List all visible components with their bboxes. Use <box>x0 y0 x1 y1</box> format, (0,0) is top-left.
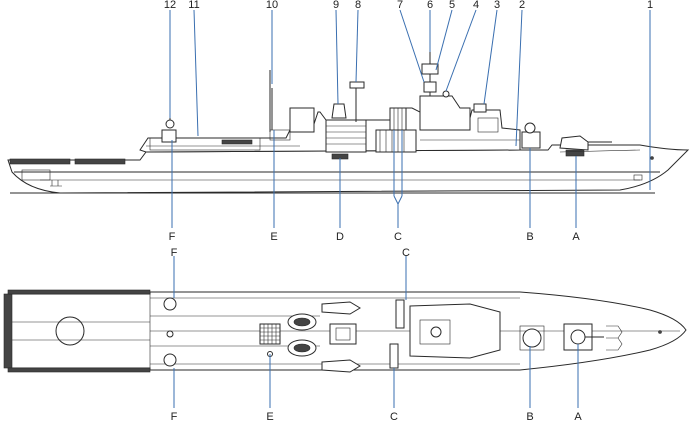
grid-e <box>259 323 281 345</box>
callout-7: 7 <box>397 0 403 11</box>
stern-door <box>21 169 51 181</box>
callout-2: 2 <box>519 0 525 11</box>
stern-scuttles <box>9 158 71 165</box>
midship-launchers <box>375 107 417 153</box>
stern-edge <box>3 293 13 369</box>
callouts <box>169 9 651 408</box>
callout-6: 6 <box>427 0 433 11</box>
stern-mark <box>50 180 62 187</box>
helo-circle <box>55 316 85 346</box>
hangar-top <box>269 129 291 141</box>
bridge-block <box>419 95 471 131</box>
callout-profile-a: A <box>572 231 580 243</box>
deck-edge-bottom <box>7 367 151 373</box>
midship-hatch-inner <box>335 327 351 341</box>
foremast-top <box>430 326 442 338</box>
callout-plan-e: E <box>266 411 273 423</box>
anchor-gear <box>606 325 623 351</box>
deck-edge-top <box>7 289 151 295</box>
launcher-b <box>522 328 542 348</box>
launcher-f-top <box>163 297 177 311</box>
flight-deck-lines <box>8 321 150 341</box>
aft-launcher <box>161 116 177 143</box>
launcher-f-bottom <box>163 353 177 367</box>
callout-1: 1 <box>647 0 653 11</box>
midship-louvres <box>326 125 366 145</box>
forward-launcher <box>521 122 541 149</box>
launcher-c-top <box>395 299 405 329</box>
side-profile-view <box>7 52 690 194</box>
callout-profile-e: E <box>270 231 277 243</box>
foremast-radar <box>423 81 437 93</box>
bow-anchor <box>650 156 654 160</box>
callout-4: 4 <box>473 0 479 11</box>
radar-antenna-8 <box>349 81 365 89</box>
foremast-platform <box>421 63 439 75</box>
foremast-base <box>419 319 451 345</box>
funnel <box>289 107 315 133</box>
aft-scuttles <box>74 158 126 165</box>
gun-a-turret <box>570 329 586 345</box>
plan-view <box>3 289 687 373</box>
bow-hawse <box>633 174 643 181</box>
hull-profile <box>7 144 690 194</box>
bridge-roof <box>409 303 501 359</box>
callout-plan-c-top: C <box>402 247 410 259</box>
hangar-rail <box>221 139 253 145</box>
callout-profile-f: F <box>169 231 176 243</box>
midship-hatch <box>329 323 357 345</box>
forward-gun <box>559 135 612 157</box>
callout-plan-c-bottom: C <box>390 411 398 423</box>
funnel-core-2 <box>293 343 311 353</box>
callout-11: 11 <box>188 0 199 11</box>
profile-letter-labels: A B C D E F <box>169 231 581 243</box>
sensor-3 <box>473 103 487 113</box>
callout-plan-f-bottom: F <box>171 411 178 423</box>
hangar <box>149 137 261 151</box>
grid-e-lines <box>260 324 280 344</box>
callout-profile-b: B <box>526 231 533 243</box>
callout-plan-f-top: F <box>171 247 178 259</box>
callout-10: 10 <box>266 0 278 11</box>
callout-profile-d: D <box>336 231 344 243</box>
callout-8: 8 <box>355 0 361 11</box>
callout-5: 5 <box>449 0 455 11</box>
callout-3: 3 <box>494 0 500 11</box>
launcher-b-ring <box>519 325 545 351</box>
callout-12: 12 <box>164 0 176 11</box>
boat-bottom <box>321 359 361 373</box>
funnel-core-1 <box>293 317 311 327</box>
deck-fitting <box>166 330 174 338</box>
callout-profile-c: C <box>394 231 402 243</box>
launcher-c-bottom <box>389 343 399 369</box>
boat-top <box>321 301 361 315</box>
bow-jack <box>658 330 662 334</box>
number-labels: 1 2 3 4 5 6 7 8 9 10 11 12 <box>164 0 653 11</box>
callout-plan-b: B <box>526 411 533 423</box>
midship-block <box>325 119 367 153</box>
sensor-4 <box>442 90 450 98</box>
bridge-windows <box>477 117 499 133</box>
director-9 <box>331 103 347 119</box>
callout-plan-a: A <box>574 411 582 423</box>
plan-letter-labels: F C A B C E F <box>171 247 583 423</box>
callout-9: 9 <box>333 0 339 11</box>
